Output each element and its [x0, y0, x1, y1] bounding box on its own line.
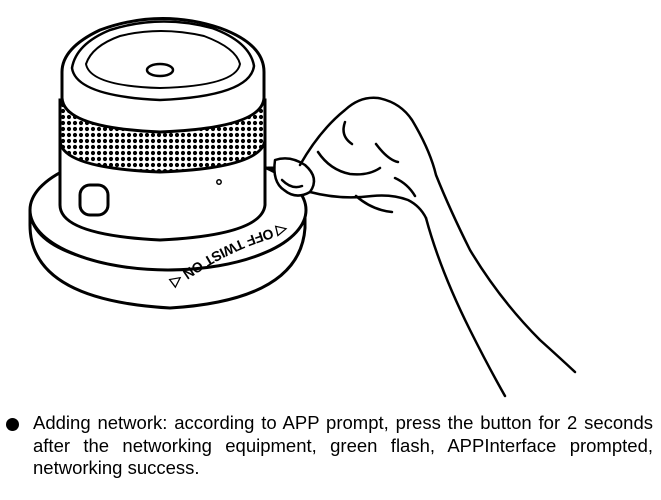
led-indicator	[216, 179, 222, 185]
bullet-point	[6, 418, 19, 431]
hand-with-pin	[266, 96, 577, 398]
network-button[interactable]	[78, 183, 110, 217]
top-vent-hole	[145, 62, 175, 78]
instruction-caption: Adding network: according to APP prompt,…	[0, 412, 661, 492]
detector-body	[58, 17, 267, 242]
instruction-text: Adding network: according to APP prompt,…	[33, 412, 653, 478]
smoke-detector-illustration: ◁ OFF TWIST ON ◁	[28, 17, 577, 398]
